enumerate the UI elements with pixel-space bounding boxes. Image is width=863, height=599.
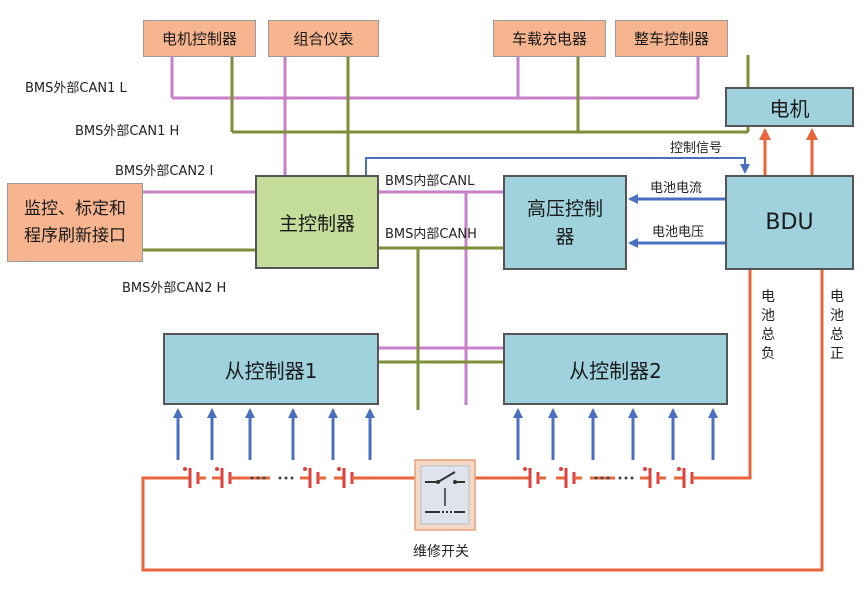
battery-cell — [180, 467, 206, 488]
motor-box: 电机 — [725, 87, 854, 127]
control-signal-line — [365, 157, 750, 175]
internal-canl-bus — [378, 190, 503, 405]
battery-cell — [674, 467, 700, 488]
battery-cell — [556, 467, 582, 488]
main-controller-box: 主控制器 — [255, 175, 379, 269]
internal-canh-label: BMS内部CANH — [385, 227, 477, 242]
can1-l-label: BMS外部CAN1 L — [25, 81, 127, 96]
slave-controller-2-box: 从控制器2 — [503, 333, 728, 405]
battery-cell — [640, 467, 666, 488]
internal-canl-label: BMS内部CANL — [385, 174, 475, 189]
cell-ellipsis — [250, 476, 634, 480]
battery-positive-label: 电池总正 — [830, 289, 844, 362]
maintenance-switch-label: 维修开关 — [413, 544, 469, 560]
onboard-charger-box: 车载充电器 — [493, 20, 606, 57]
battery-cell — [520, 467, 546, 488]
monitor-calibration-port-box: 监控、标定和程序刷新接口 — [7, 183, 143, 262]
control-signal-label: 控制信号 — [670, 141, 723, 156]
hv-controller-box: 高压控制器 — [503, 175, 627, 270]
battery-cells — [180, 467, 700, 488]
battery-cell — [300, 467, 326, 488]
internal-canh-bus — [378, 246, 503, 410]
battery-cell — [334, 467, 360, 488]
battery-voltage-label: 电池电压 — [652, 225, 705, 240]
battery-negative-label: 电池总负 — [761, 289, 775, 362]
bdu-box: BDU — [725, 175, 854, 270]
can1-l-bus — [170, 55, 700, 175]
can2-h-label: BMS外部CAN2 H — [122, 281, 227, 296]
can2-l-label: BMS外部CAN2 I — [115, 164, 214, 179]
vehicle-controller-box: 整车控制器 — [615, 20, 728, 57]
battery-cell — [212, 467, 238, 488]
slave-controller-1-box: 从控制器1 — [163, 333, 379, 405]
motor-controller-box: 电机控制器 — [143, 20, 256, 57]
instrument-cluster-box: 组合仪表 — [268, 20, 379, 57]
can1-h-label: BMS外部CAN1 H — [75, 124, 180, 139]
battery-current-label: 电池电流 — [650, 181, 703, 196]
battery-power-loop — [141, 270, 824, 572]
maintenance-switch-icon — [414, 459, 476, 531]
cell-sense-arrows — [173, 408, 718, 460]
